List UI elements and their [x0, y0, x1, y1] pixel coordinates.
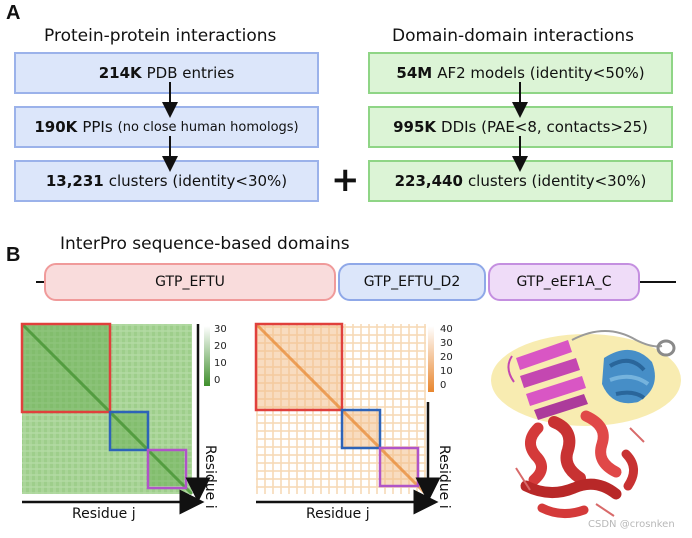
af2-text: AF2 models (identity<50%): [437, 64, 645, 82]
ddi-count: 995K: [393, 118, 437, 136]
green-colorbar: [204, 326, 210, 386]
af2-count: 54M: [396, 64, 433, 82]
orange-map-domain2-box: [340, 408, 382, 450]
orange-xlabel: Residue j: [306, 506, 370, 522]
domain3-structure: [507, 340, 588, 420]
interpro-title: InterPro sequence-based domains: [60, 234, 350, 254]
green-map-domain1-box: [20, 322, 112, 414]
green-cb-tick-20: 20: [214, 341, 227, 352]
ppi-text: PPIs: [82, 118, 113, 136]
ppi-note: (no close human homologs): [117, 119, 299, 135]
green-cb-tick-10: 10: [214, 358, 227, 369]
ppi-cluster-count: 13,231: [45, 172, 104, 190]
orange-map-domain3-box: [378, 446, 420, 488]
pdb-text: PDB entries: [146, 64, 235, 82]
orange-ylabel: Residue i: [436, 445, 452, 509]
protein-structure-image: [491, 330, 681, 518]
ddi-cluster-text: clusters (identity<30%): [467, 172, 647, 190]
green-cb-tick-0: 0: [214, 375, 221, 386]
green-cb-tick-30: 30: [214, 324, 227, 335]
green-ylabel: Residue i: [202, 445, 218, 509]
watermark: CSDN @crosnken: [588, 519, 675, 530]
orange-contact-map: [254, 322, 441, 515]
orange-map-domain1-box: [254, 322, 344, 412]
green-xlabel: Residue j: [72, 506, 136, 522]
green-map-domain2-box: [108, 410, 150, 452]
orange-cb-tick-30: 30: [440, 338, 453, 349]
domain-gtp-eftu-d2: GTP_EFTU_D2: [338, 263, 486, 301]
domain-gtp-eftu: GTP_EFTU: [44, 263, 336, 301]
green-contact-map: [20, 322, 211, 515]
domain-track: [36, 281, 676, 283]
ddi-cluster-count: 223,440: [394, 172, 463, 190]
domain1-structure: [515, 410, 645, 518]
orange-colorbar: [428, 326, 434, 392]
ppi-title: Protein-protein interactions: [44, 26, 277, 46]
ddi-title: Domain-domain interactions: [392, 26, 634, 46]
ppi-count: 190K: [34, 118, 78, 136]
orange-cb-tick-20: 20: [440, 352, 453, 363]
pdb-count: 214K: [98, 64, 142, 82]
panel-a-letter: A: [6, 2, 21, 24]
flow-arrows: [162, 82, 528, 172]
ppi-cluster-text: clusters (identity<30%): [108, 172, 288, 190]
plus-sign: +: [331, 160, 360, 200]
panel-b-letter: B: [6, 244, 21, 266]
green-map-domain3-box: [146, 448, 188, 490]
orange-cb-tick-10: 10: [440, 366, 453, 377]
ddi-text: DDIs (PAE<8, contacts>25): [441, 118, 648, 136]
orange-cb-tick-40: 40: [440, 324, 453, 335]
domain2-structure: [602, 349, 655, 404]
orange-cb-tick-0: 0: [440, 380, 447, 391]
domain-gtp-eef1a-c: GTP_eEF1A_C: [488, 263, 640, 301]
